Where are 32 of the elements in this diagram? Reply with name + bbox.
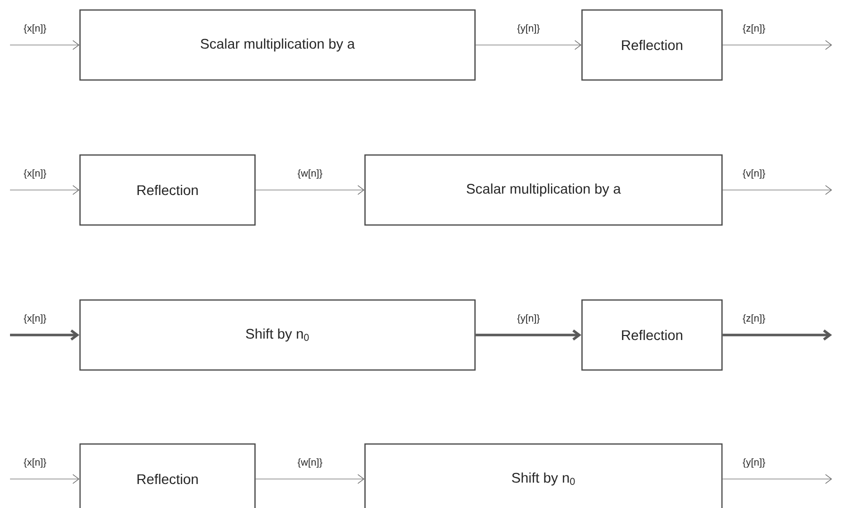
edge-label: {z[n]} — [742, 23, 766, 35]
edge-label: {x[n]} — [22, 457, 48, 469]
process-box: Scalar multiplication by a — [79, 9, 476, 81]
arrow — [10, 185, 80, 195]
arrow — [475, 40, 582, 50]
edge-label: {y[n]} — [742, 457, 766, 469]
edge-label: {w[n]} — [296, 168, 324, 180]
process-box: Shift by n$_{0}$ — [79, 299, 476, 371]
arrow — [255, 474, 364, 484]
edge-label: {v[n]} — [742, 168, 766, 180]
process-box: Reflection — [79, 154, 256, 226]
arrow — [722, 474, 832, 484]
process-box: Scalar multiplication by a — [364, 154, 723, 226]
process-box: Reflection — [79, 443, 256, 508]
edge-label: {x[n]} — [22, 168, 48, 180]
edge-label: {x[n]} — [22, 313, 48, 325]
arrow — [722, 40, 832, 50]
process-box: Reflection — [581, 299, 723, 371]
edge-label: {z[n]} — [742, 313, 766, 325]
arrow — [476, 329, 582, 341]
arrow — [10, 40, 80, 50]
edge-label: {y[n]} — [516, 23, 541, 35]
process-box: Reflection — [581, 9, 723, 81]
arrow — [10, 329, 80, 341]
arrow — [722, 329, 832, 341]
arrow — [722, 185, 832, 195]
arrow — [10, 474, 80, 484]
edge-label: {w[n]} — [296, 457, 324, 469]
edge-label: {x[n]} — [22, 23, 48, 35]
edge-label: {y[n]} — [516, 313, 541, 325]
arrow — [255, 185, 364, 195]
process-box: Shift by n$_{0}$ — [364, 443, 723, 508]
